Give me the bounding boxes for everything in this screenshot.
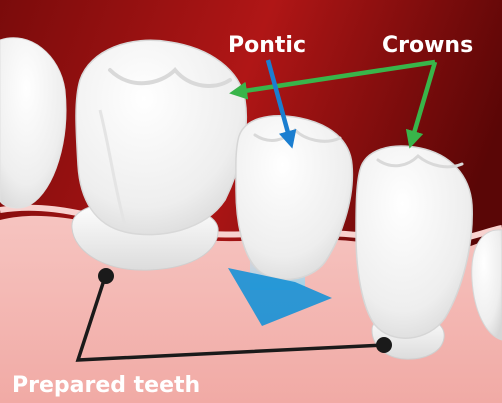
right-leader-dot bbox=[376, 337, 392, 353]
crowns-label: Crowns bbox=[382, 33, 473, 58]
left-leader-dot bbox=[98, 268, 114, 284]
pontic-label: Pontic bbox=[228, 33, 306, 58]
prepared-teeth-label: Prepared teeth bbox=[12, 373, 200, 398]
left-crown bbox=[76, 40, 246, 234]
